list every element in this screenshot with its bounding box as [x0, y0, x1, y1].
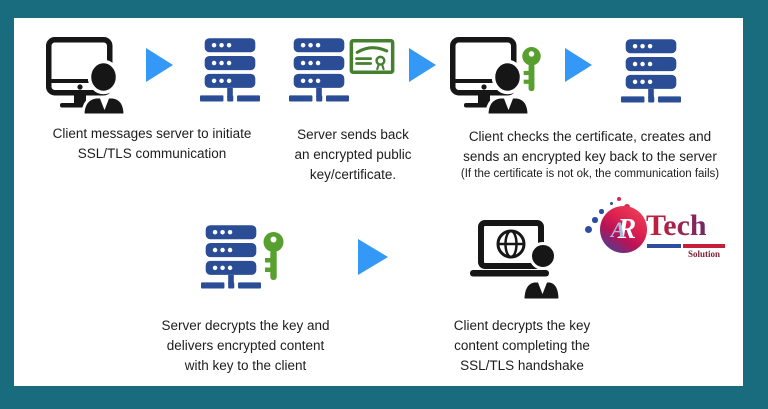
server-rack-icon	[289, 38, 349, 104]
logo-monogram-a: A	[610, 216, 626, 242]
server-rack-icon	[621, 39, 681, 105]
logo-underline-blue	[647, 244, 681, 248]
desktop-user-icon	[46, 37, 126, 115]
logo-monogram-r: R	[617, 213, 637, 245]
desktop-user-icon	[450, 37, 530, 115]
logo-dot	[617, 197, 621, 201]
key-icon	[261, 232, 286, 282]
step4-caption: Server decrypts the key and delivers enc…	[161, 318, 330, 373]
logo-dot	[610, 202, 613, 205]
step3-note: (If the certificate is not ok, the commu…	[460, 168, 720, 180]
arrow-right-icon	[146, 48, 173, 82]
logo-dot	[599, 209, 604, 214]
server-rack-icon	[201, 225, 261, 291]
diagram-panel	[14, 18, 743, 386]
step1-caption: Client messages server to initiate SSL/T…	[52, 126, 252, 161]
arrow-right-icon	[565, 48, 592, 82]
arrow-right-icon	[409, 48, 436, 82]
laptop-user-icon	[470, 220, 560, 300]
logo-underline-red	[683, 244, 725, 248]
logo-subtitle: Solution	[688, 249, 721, 259]
step5-caption: Client decrypts the key content completi…	[453, 318, 591, 373]
logo-underline	[647, 244, 725, 248]
key-icon	[520, 47, 543, 93]
server-rack-icon	[200, 38, 260, 104]
logo-dot	[592, 217, 598, 223]
logo-brand-text: Tech	[646, 209, 707, 242]
step3-caption: Client checks the certificate, creates a…	[463, 129, 717, 164]
step2-caption: Server sends back an encrypted public ke…	[294, 127, 412, 182]
logo-dot	[585, 226, 592, 233]
certificate-icon	[349, 39, 395, 74]
brand-logo: A R Tech Solution	[584, 197, 732, 264]
arrow-right-icon	[358, 239, 388, 275]
logo-monogram-circle: A R	[600, 206, 647, 253]
